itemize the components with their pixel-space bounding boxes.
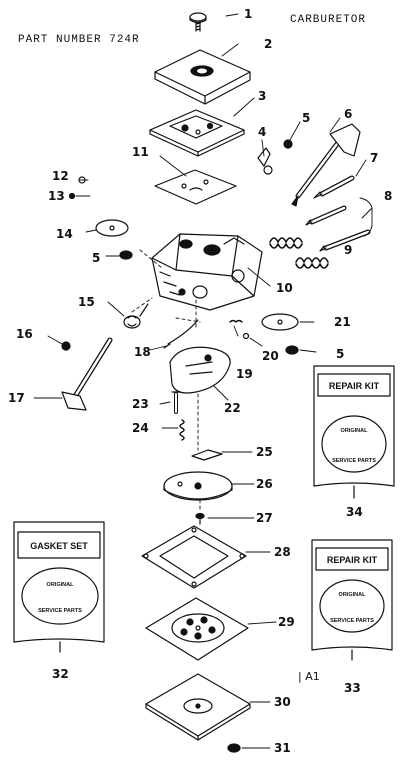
- part-31-screw: [227, 743, 241, 753]
- gasket-set-packet: [13, 521, 105, 653]
- part-17-choke-shaft: [61, 337, 113, 411]
- callout-30: 30: [274, 695, 291, 709]
- part-5-screw-right: [285, 345, 299, 355]
- part-13-washer: [68, 192, 76, 200]
- callout-19: 19: [236, 367, 253, 381]
- callout-5-left: 5: [92, 251, 100, 265]
- callout-9: 9: [344, 243, 352, 257]
- part-2-cover: [154, 49, 251, 105]
- callout-3: 3: [258, 89, 266, 103]
- callout-16: 16: [16, 327, 33, 341]
- part-8-needles: [305, 197, 373, 252]
- part-24-spring: [179, 419, 185, 441]
- callout-14: 14: [56, 227, 73, 241]
- callout-11: 11: [132, 145, 149, 159]
- leader-lines: [33, 13, 367, 749]
- repair-kit-lower-arc-bottom: SERVICE PARTS: [330, 618, 374, 624]
- part-3-gasket: [149, 109, 245, 157]
- gasket-set-arc-top: ORIGINAL: [47, 582, 75, 588]
- repair-kit-packet-right: [313, 365, 395, 499]
- callout-28: 28: [274, 545, 291, 559]
- part-27-screw: [195, 512, 205, 525]
- callout-26: 26: [256, 477, 273, 491]
- callout-18: 18: [134, 345, 151, 359]
- callout-24: 24: [132, 421, 149, 435]
- part-28-gasket: [141, 525, 247, 589]
- part-6-shaft: [291, 123, 361, 207]
- callout-4: 4: [258, 125, 266, 139]
- callout-25: 25: [256, 445, 273, 459]
- part-5-screw-left: [119, 250, 133, 260]
- part-21-disc: [261, 313, 299, 331]
- part-18-arm: [163, 319, 199, 349]
- repair-kit-right-title: REPAIR KIT: [329, 381, 380, 391]
- repair-kit-lower-arc-top: ORIGINAL: [339, 592, 367, 598]
- part-number-label: PART NUMBER 724R: [18, 34, 140, 46]
- part-9-springs: [269, 237, 329, 269]
- callout-22: 22: [224, 401, 241, 415]
- figure-code: | A1: [298, 670, 320, 683]
- callout-2: 2: [264, 37, 272, 51]
- repair-kit-right-arc-top: ORIGINAL: [341, 428, 369, 434]
- callout-21: 21: [334, 315, 351, 329]
- part-7-needle: [313, 175, 355, 199]
- repair-kit-packet-lower: [311, 539, 393, 661]
- callout-34: 34: [346, 505, 363, 519]
- part-22-lever: [169, 346, 231, 394]
- part-14-disc: [95, 219, 129, 237]
- part-11-diaphragm: [154, 169, 237, 205]
- callout-8: 8: [384, 189, 392, 203]
- part-29-diaphragm: [145, 597, 249, 661]
- part-1-screw: [189, 12, 207, 32]
- part-20-ball: [242, 332, 250, 340]
- part-15-fitting: [123, 303, 149, 329]
- diagram-title: CARBURETOR: [290, 14, 367, 26]
- callout-31: 31: [274, 741, 291, 755]
- callout-10: 10: [276, 281, 293, 295]
- callout-17: 17: [8, 391, 25, 405]
- callout-5-right: 5: [336, 347, 344, 361]
- gasket-set-title: GASKET SET: [30, 541, 88, 551]
- callout-7: 7: [370, 151, 378, 165]
- callout-33: 33: [344, 681, 361, 695]
- callout-23: 23: [132, 397, 149, 411]
- callout-20: 20: [262, 349, 279, 363]
- callout-27: 27: [256, 511, 273, 525]
- callout-32: 32: [52, 667, 69, 681]
- repair-kit-right-arc-bottom: SERVICE PARTS: [332, 458, 376, 464]
- callout-29: 29: [278, 615, 295, 629]
- callout-12: 12: [52, 169, 69, 183]
- gasket-set-arc-bottom: SERVICE PARTS: [38, 608, 82, 614]
- repair-kit-lower-title: REPAIR KIT: [327, 555, 378, 565]
- part-30-cover: [145, 673, 251, 741]
- part-10-body: [151, 233, 263, 311]
- callout-5-upper: 5: [302, 111, 310, 125]
- callout-6: 6: [344, 107, 352, 121]
- callout-15: 15: [78, 295, 95, 309]
- callout-1: 1: [244, 7, 252, 21]
- part-26-disc: [163, 471, 233, 501]
- callout-13: 13: [48, 189, 65, 203]
- part-23-valve: [171, 391, 181, 414]
- part-25-clip: [191, 449, 223, 461]
- part-16-nut: [61, 341, 71, 351]
- part-5-screw-upper: [283, 139, 293, 149]
- part-19-pin: [229, 319, 243, 323]
